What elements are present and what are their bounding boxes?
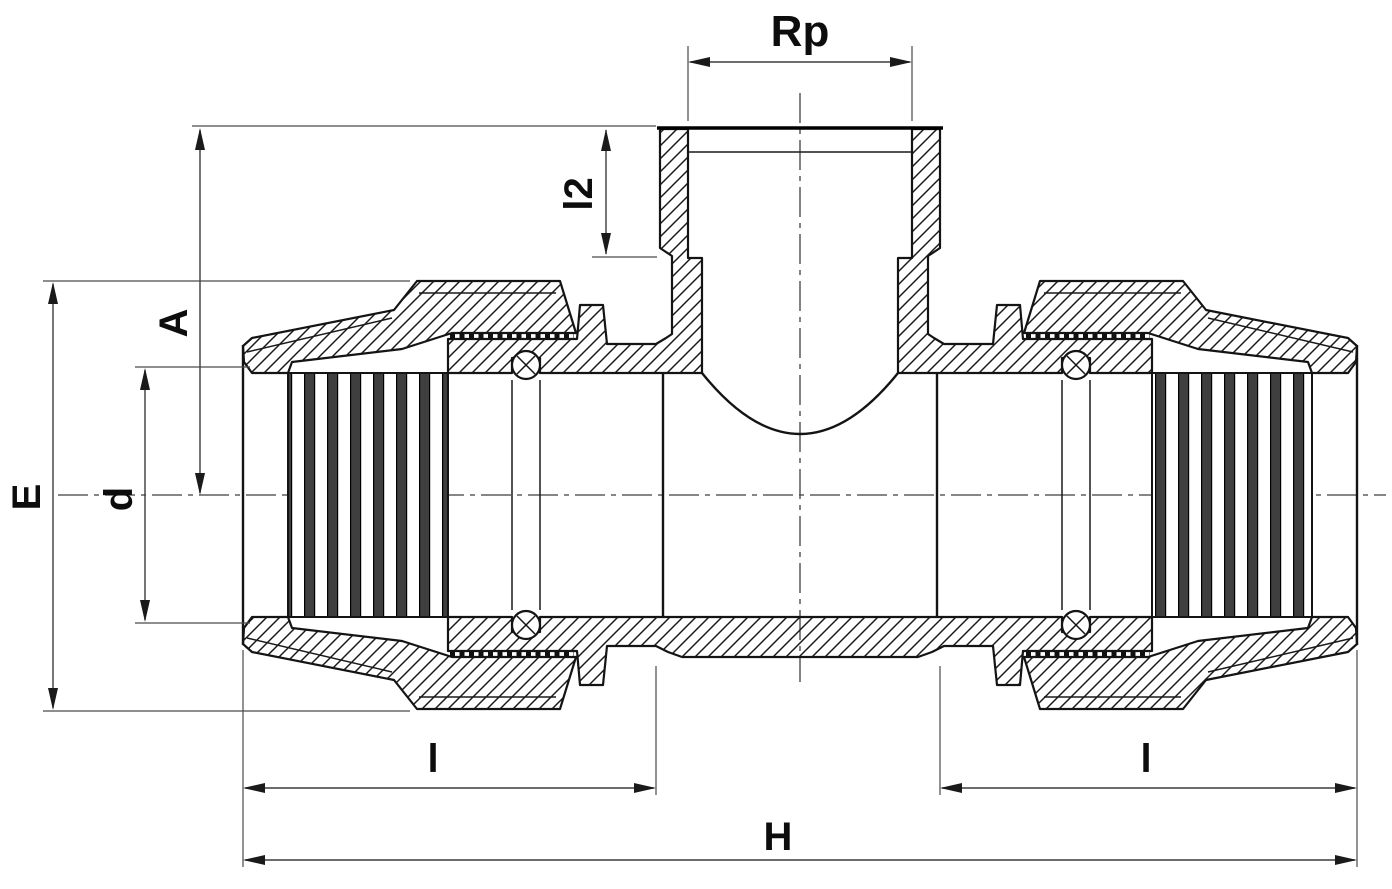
dimension-l2: l2 (192, 125, 657, 258)
dimension-d: d (97, 366, 250, 624)
dimension-l-left: l (243, 666, 657, 795)
nut-barrel-edge (1207, 637, 1354, 673)
grip-ring-left (287, 372, 449, 618)
label-h: H (764, 815, 793, 859)
label-l-right: l (1140, 737, 1151, 781)
label-rp: Rp (771, 7, 830, 56)
nut-wall-bottom-left (241, 615, 578, 711)
o-ring-top-right (1060, 349, 1092, 381)
label-e: E (5, 484, 49, 511)
compression-nut-right (1022, 279, 1359, 711)
label-l-left: l (427, 737, 438, 781)
label-d: d (97, 487, 141, 511)
fitting-body-section (446, 126, 1154, 687)
dimension-h: H (242, 650, 1358, 867)
o-ring-bottom-right (1060, 609, 1092, 641)
o-ring-top-left (510, 349, 542, 381)
dimension-a: A (152, 128, 205, 495)
nut-barrel-edge (246, 637, 393, 673)
label-a: A (152, 309, 196, 338)
body-wall-top-left (446, 127, 704, 375)
label-l2: l2 (557, 177, 601, 210)
dimension-e: E (5, 280, 410, 712)
nut-wall-top-right (1022, 279, 1359, 375)
grip-ring-right (1151, 372, 1313, 618)
dimension-rp: Rp (687, 7, 913, 121)
dimension-l-right: l (939, 666, 1357, 795)
o-ring-bottom-left (510, 609, 542, 641)
o-ring-seals (510, 349, 1092, 641)
nut-barrel-edge (246, 317, 393, 353)
nut-wall-bottom-right (1022, 615, 1359, 711)
nut-wall-top-left (241, 279, 578, 375)
compression-nut-left (241, 279, 578, 711)
nut-barrel-edge (1207, 317, 1354, 353)
bore-intersection-dome (701, 372, 899, 435)
